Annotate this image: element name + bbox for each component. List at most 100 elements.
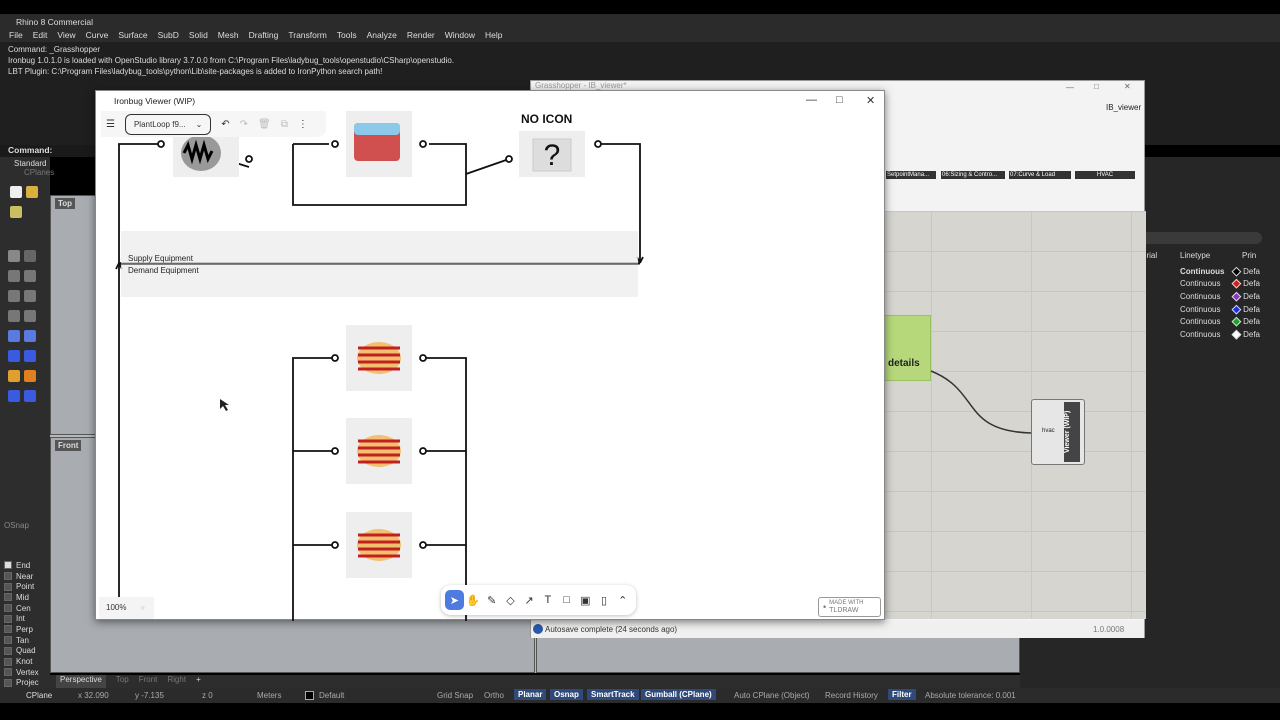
more-tools-icon[interactable]: ⌃ xyxy=(618,594,628,607)
menu-solid[interactable]: Solid xyxy=(188,30,208,40)
frame-tool-icon[interactable]: ▯ xyxy=(600,594,607,607)
maximize-icon[interactable]: □ xyxy=(1094,82,1099,91)
checkbox[interactable] xyxy=(4,614,12,623)
circle-icon[interactable] xyxy=(8,290,20,302)
cplane-label[interactable]: CPlane xyxy=(26,691,53,700)
print-color-icon[interactable] xyxy=(1231,291,1241,302)
rectangle-icon[interactable] xyxy=(24,310,36,322)
units[interactable]: Meters xyxy=(257,691,282,700)
grid-snap-toggle[interactable]: Grid Snap xyxy=(437,691,474,700)
checkbox[interactable] xyxy=(4,604,12,613)
menu-transform[interactable]: Transform xyxy=(288,30,327,40)
checkbox[interactable] xyxy=(4,636,12,645)
osnap-int[interactable]: Int xyxy=(0,613,50,624)
linetype[interactable]: Continuous xyxy=(1180,329,1221,339)
gumball-toggle[interactable]: Gumball (CPlane) xyxy=(641,689,716,700)
linetype[interactable]: Continuous xyxy=(1180,291,1221,301)
surface-2-icon[interactable] xyxy=(24,330,36,342)
osnap-quad[interactable]: Quad xyxy=(0,646,50,657)
print-width[interactable]: Defa xyxy=(1243,317,1260,327)
page-select[interactable]: PlantLoop f9...⌄ xyxy=(124,113,212,135)
linetype[interactable]: Continuous xyxy=(1180,266,1225,276)
osnap-near[interactable]: Near xyxy=(0,571,50,582)
checkbox[interactable] xyxy=(4,668,12,677)
layer-row[interactable]: Continuous Defa xyxy=(1180,303,1260,316)
smarttrack-toggle[interactable]: SmartTrack xyxy=(587,689,639,700)
menu-tools[interactable]: Tools xyxy=(336,30,357,40)
viewer-component[interactable]: hvac Viewer (WIP) xyxy=(1031,399,1085,465)
filter-toggle[interactable]: Filter xyxy=(888,689,916,700)
print-width[interactable]: Defa xyxy=(1243,329,1260,339)
menu-render[interactable]: Render xyxy=(406,30,435,40)
linetype[interactable]: Continuous xyxy=(1180,304,1221,314)
planar-toggle[interactable]: Planar xyxy=(514,689,547,700)
tab-cplanes[interactable]: CPlanes xyxy=(24,168,55,177)
current-layer[interactable]: Default xyxy=(319,691,345,700)
redo-icon[interactable]: ↷ xyxy=(239,118,249,130)
viewport-label[interactable]: Top xyxy=(55,198,76,209)
layer-row[interactable]: Continuous Defa xyxy=(1180,328,1260,341)
checkbox[interactable] xyxy=(4,657,12,666)
select-tool-icon[interactable]: ➤ xyxy=(445,590,464,610)
expand-icon[interactable]: » xyxy=(140,603,145,612)
tab-right[interactable]: Right xyxy=(167,675,187,684)
osnap-cen[interactable]: Cen xyxy=(0,603,50,614)
select-icon[interactable] xyxy=(8,250,20,262)
column-linetype[interactable]: Linetype xyxy=(1180,251,1211,260)
close-icon[interactable]: ✕ xyxy=(866,95,876,107)
close-icon[interactable]: ✕ xyxy=(1124,82,1131,91)
print-width[interactable]: Defa xyxy=(1243,304,1260,314)
delete-icon[interactable]: 🗑 xyxy=(258,118,271,130)
menu-curve[interactable]: Curve xyxy=(85,30,109,40)
transform-icon[interactable] xyxy=(8,390,20,402)
checkbox[interactable] xyxy=(4,625,12,634)
print-color-icon[interactable] xyxy=(1231,316,1241,327)
hamburger-menu-icon[interactable]: ☰ xyxy=(106,118,115,130)
osnap-point[interactable]: Point xyxy=(0,581,50,592)
menu-subd[interactable]: SubD xyxy=(157,30,179,40)
polyline-icon[interactable] xyxy=(8,270,20,282)
menu-drafting[interactable]: Drafting xyxy=(248,30,279,40)
osnap-knot[interactable]: Knot xyxy=(0,656,50,667)
more-options-icon[interactable]: ⋮ xyxy=(297,118,308,130)
minimize-icon[interactable]: — xyxy=(1066,83,1074,92)
auto-cplane-toggle[interactable]: Auto CPlane (Object) xyxy=(734,691,810,700)
menu-mesh[interactable]: Mesh xyxy=(217,30,239,40)
image-tool-icon[interactable]: ▣ xyxy=(580,594,591,607)
tab-perspective[interactable]: Perspective xyxy=(56,675,106,688)
hand-tool-icon[interactable]: ✋ xyxy=(466,594,480,607)
save-icon[interactable] xyxy=(10,206,22,218)
menu-file[interactable]: File xyxy=(9,30,23,40)
column-print[interactable]: Prin xyxy=(1242,251,1257,260)
minimize-icon[interactable]: — xyxy=(806,94,817,106)
print-color-icon[interactable] xyxy=(1231,329,1241,340)
menu-view[interactable]: View xyxy=(57,30,76,40)
print-color-icon[interactable] xyxy=(1231,266,1241,277)
boolean-icon[interactable] xyxy=(8,370,20,382)
menu-help[interactable]: Help xyxy=(485,30,503,40)
osnap-perp[interactable]: Perp xyxy=(0,624,50,635)
checkbox[interactable] xyxy=(4,593,12,602)
text-icon[interactable] xyxy=(24,390,36,402)
menu-edit[interactable]: Edit xyxy=(32,30,48,40)
open-folder-icon[interactable] xyxy=(26,186,38,198)
osnap-end[interactable]: End xyxy=(0,560,50,571)
checkbox[interactable] xyxy=(4,572,12,581)
print-width[interactable]: Defa xyxy=(1243,266,1260,276)
menu-window[interactable]: Window xyxy=(444,30,475,40)
osnap-mid[interactable]: Mid xyxy=(0,592,50,603)
surface-icon[interactable] xyxy=(8,330,20,342)
print-color-icon[interactable] xyxy=(1231,279,1241,289)
point-icon[interactable] xyxy=(24,250,36,262)
input-param[interactable]: hvac xyxy=(1042,428,1055,434)
ellipse-icon[interactable] xyxy=(24,290,36,302)
tab-setpoint[interactable]: SetpointMana... xyxy=(886,171,936,179)
add-viewport-button[interactable]: + xyxy=(196,675,201,684)
draw-tool-icon[interactable]: ✎ xyxy=(487,594,497,607)
checkbox-checked[interactable] xyxy=(4,561,12,570)
checkbox[interactable] xyxy=(4,582,12,591)
new-file-icon[interactable] xyxy=(10,186,22,198)
maximize-icon[interactable]: □ xyxy=(836,94,843,106)
